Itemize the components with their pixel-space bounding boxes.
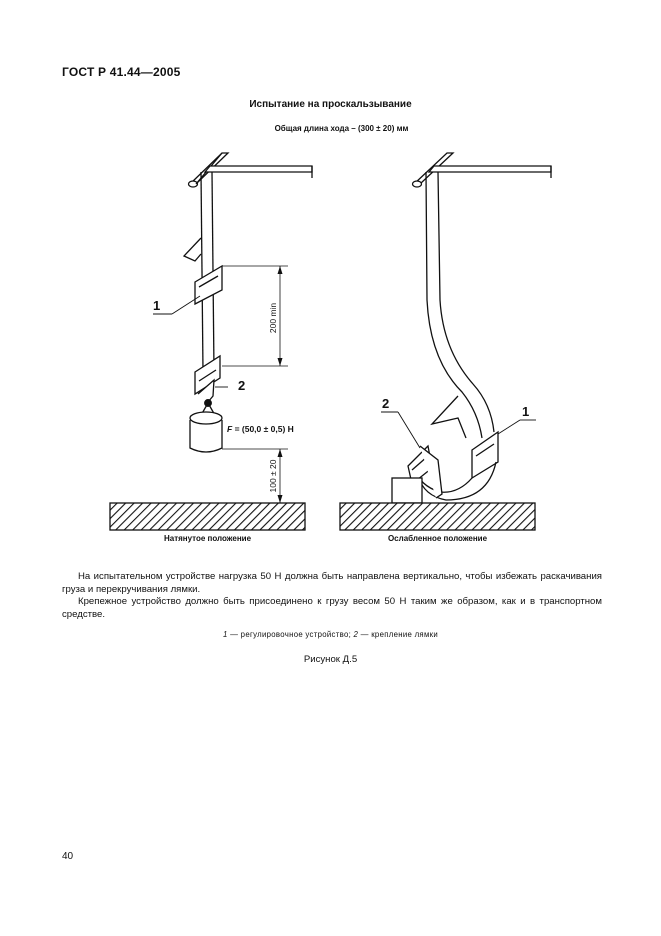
page-number: 40	[62, 851, 74, 862]
figure-label: Рисунок Д.5	[303, 654, 358, 665]
paragraph-attachment: Крепежное устройство должно быть присоед…	[62, 596, 602, 620]
force-value: = (50,0 ± 0,5) Н	[232, 424, 294, 434]
figure-legend: 1 — регулировочное устройство; 2 — крепл…	[0, 630, 661, 639]
force-symbol: F	[227, 424, 233, 434]
label-1-left: 1	[153, 298, 160, 313]
legend-number-1: 1	[223, 630, 228, 639]
document-header: ГОСТ Р 41.44—2005	[62, 65, 181, 79]
dimension-200-min: 200 min	[268, 303, 278, 334]
caption-taut-position: Натянутое положение	[163, 534, 252, 543]
taut-position-drawing	[109, 152, 313, 531]
figure-title: Испытание на проскальзывание	[249, 99, 412, 110]
legend-text-1: — регулировочное устройство;	[227, 630, 354, 639]
slip-test-drawing: 1 2 200 min 100 ± 20 F = (50,0 ± 0,5) Н	[109, 152, 552, 531]
slack-position-drawing	[339, 152, 552, 531]
legend-text-2: — крепление лямки	[358, 630, 438, 639]
force-label: F = (50,0 ± 0,5) Н	[227, 424, 294, 434]
legend-number-2: 2	[353, 630, 359, 639]
label-2-left: 2	[238, 378, 245, 393]
dimension-100: 100 ± 20	[268, 459, 278, 492]
label-1-right: 1	[522, 404, 529, 419]
paragraph-load-direction: На испытательном устройстве нагрузка 50 …	[62, 571, 602, 595]
figure-subtitle: Общая длина хода – (300 ± 20) мм	[274, 124, 409, 133]
label-2-right: 2	[382, 396, 389, 411]
caption-slack-position: Ослабленное положение	[387, 534, 488, 543]
